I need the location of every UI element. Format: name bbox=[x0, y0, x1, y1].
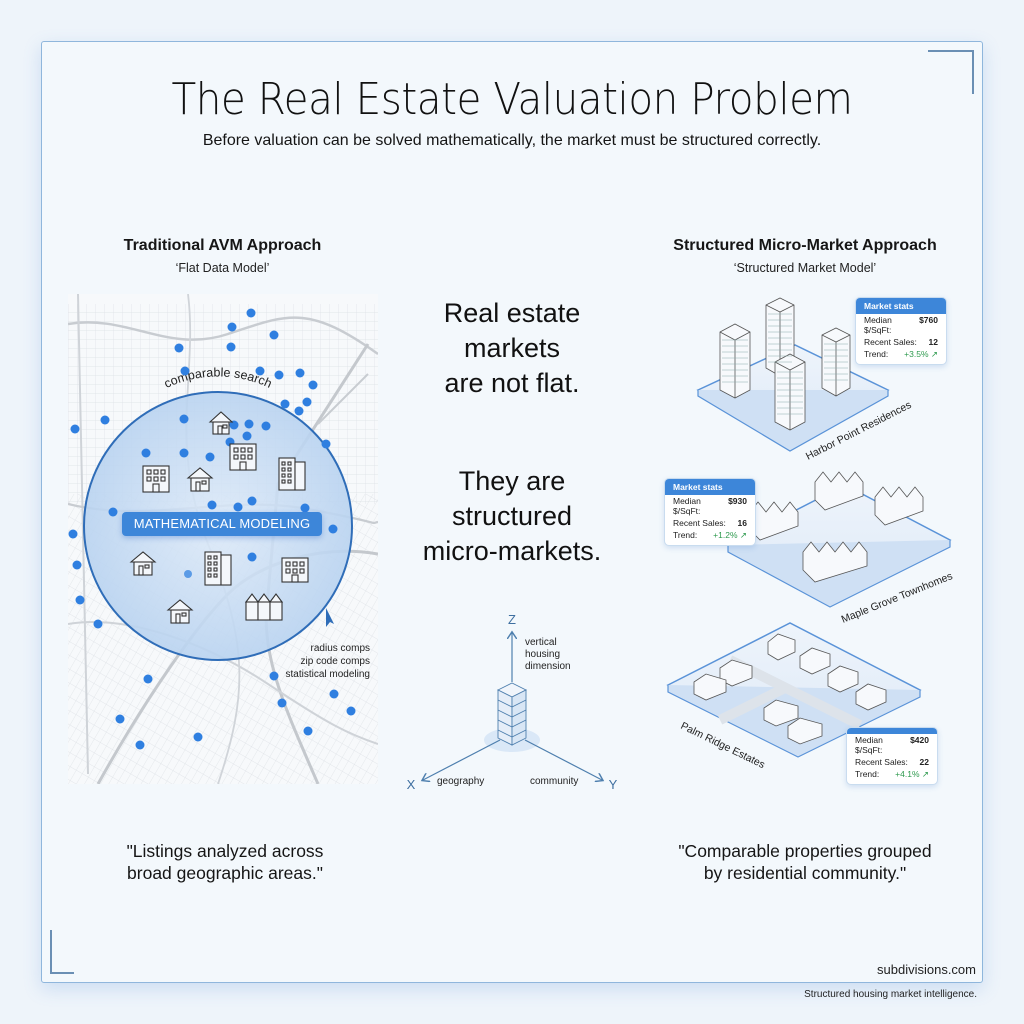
left-heading: Traditional AVM Approach bbox=[123, 237, 322, 254]
street-map: comparable search bbox=[68, 294, 378, 784]
median-label: Median $/SqFt: bbox=[855, 735, 883, 755]
left-column-heading: Traditional AVM Approach ‘Flat Data Mode… bbox=[90, 237, 355, 275]
z-axis-label: dimension bbox=[525, 661, 571, 672]
corner-bracket-bottom-left bbox=[50, 930, 74, 974]
page-title: The Real Estate Valuation Problem bbox=[171, 74, 853, 125]
quote-line: broad geographic areas." bbox=[127, 863, 323, 883]
stats-card-title: Market stats bbox=[856, 298, 946, 314]
y-axis bbox=[524, 739, 602, 780]
x-axis-letter: X bbox=[407, 777, 416, 792]
statement-micro-markets: They are structured micro-markets. bbox=[400, 464, 624, 569]
x-axis bbox=[423, 739, 501, 780]
median-label: Median $/SqFt: bbox=[673, 496, 701, 516]
z-axis-label: housing bbox=[525, 649, 560, 660]
market-stats-card-maple-grove: Market stats Median $/SqFt: $930 Recent S… bbox=[664, 478, 756, 546]
townhouse-icon bbox=[244, 593, 284, 621]
left-subheading: ‘Flat Data Model’ bbox=[175, 261, 270, 275]
quote-line: "Comparable properties grouped bbox=[678, 841, 932, 861]
house-icon bbox=[166, 599, 194, 624]
trend-label: Trend: bbox=[864, 349, 889, 359]
statement-not-flat: Real estate markets are not flat. bbox=[400, 296, 624, 401]
right-quote: "Comparable properties grouped by reside… bbox=[650, 840, 960, 884]
brand-tagline: Structured housing market intelligence. bbox=[804, 989, 977, 1000]
trend-value: +3.5% ↗ bbox=[904, 349, 938, 359]
stacked-housing-icon bbox=[496, 682, 528, 746]
sales-label: Recent Sales: bbox=[855, 757, 908, 767]
right-heading: Structured Micro-Market Approach bbox=[673, 237, 937, 254]
annotation-zip-code-comps: zip code comps bbox=[300, 656, 370, 667]
quote-line: "Listings analyzed across bbox=[126, 841, 324, 861]
trend-label: Trend: bbox=[855, 769, 880, 779]
annotation-statistical-modeling: statistical modeling bbox=[285, 669, 370, 680]
sales-value: 12 bbox=[928, 337, 938, 347]
three-axis-diagram: Z vertical housing dimension X geography… bbox=[395, 605, 630, 800]
tower-icon bbox=[278, 457, 306, 491]
y-axis-letter: Y bbox=[609, 777, 618, 792]
statement-line: micro-markets. bbox=[422, 536, 602, 566]
sales-value: 22 bbox=[919, 757, 929, 767]
brand-link[interactable]: subdivisions.com bbox=[877, 962, 976, 977]
office-building-icon bbox=[229, 443, 257, 471]
sales-label: Recent Sales: bbox=[673, 518, 726, 528]
stats-card-header-bar bbox=[847, 728, 937, 734]
tower-icon bbox=[204, 551, 232, 586]
y-axis-label: community bbox=[530, 776, 578, 787]
house-icon bbox=[129, 551, 157, 576]
trend-value: +4.1% ↗ bbox=[895, 769, 929, 779]
apartment-building-icon bbox=[281, 557, 309, 583]
quote-line: by residential community." bbox=[703, 863, 907, 883]
listing-dots bbox=[68, 308, 356, 750]
house-icon bbox=[186, 467, 214, 492]
left-quote: "Listings analyzed across broad geograph… bbox=[95, 840, 355, 884]
statement-line: are not flat. bbox=[444, 368, 580, 398]
page-subtitle: Before valuation can be solved mathemati… bbox=[202, 132, 822, 149]
property-icons bbox=[129, 411, 309, 624]
annotation-radius-comps: radius comps bbox=[310, 643, 370, 654]
cursor-icon bbox=[326, 608, 334, 627]
trend-label: Trend: bbox=[673, 530, 698, 540]
trend-value: +1.2% ↗ bbox=[713, 530, 747, 540]
market-stats-card-harbor-point: Market stats Median $/SqFt: $760 Recent S… bbox=[855, 297, 947, 365]
micro-market-illustrations: Harbor Point Residences Maple Grove Town… bbox=[666, 297, 954, 771]
method-annotations: radius comps zip code comps statistical … bbox=[286, 642, 370, 681]
corner-bracket-top-right bbox=[928, 50, 974, 94]
maple-grove-platform: Maple Grove Townhomes bbox=[726, 471, 954, 626]
z-axis-letter: Z bbox=[508, 612, 516, 627]
stats-card-title: Market stats bbox=[665, 479, 755, 495]
median-value: $760 bbox=[919, 315, 938, 325]
flat-data-map: comparable search bbox=[68, 294, 378, 784]
median-value: $420 bbox=[910, 735, 929, 745]
right-column-heading: Structured Micro-Market Approach ‘Struct… bbox=[650, 237, 960, 275]
statement-line: Real estate bbox=[443, 298, 581, 328]
sales-value: 16 bbox=[737, 518, 747, 528]
z-axis-label: vertical bbox=[525, 637, 557, 648]
house-icon bbox=[208, 411, 234, 435]
market-stats-card-palm-ridge: Median $/SqFt: $420 Recent Sales: 22 Trend… bbox=[846, 727, 938, 785]
statement-line: They are bbox=[458, 466, 566, 496]
median-label: Median $/SqFt: bbox=[864, 315, 892, 335]
harbor-point-platform: Harbor Point Residences bbox=[696, 297, 913, 463]
sales-label: Recent Sales: bbox=[864, 337, 917, 347]
x-axis-label: geography bbox=[437, 776, 484, 787]
apartment-building-icon bbox=[142, 465, 170, 493]
mathematical-modeling-badge: MATHEMATICAL MODELING bbox=[122, 512, 322, 536]
statement-line: structured bbox=[451, 501, 573, 531]
median-value: $930 bbox=[728, 496, 747, 506]
statement-line: markets bbox=[463, 333, 561, 363]
right-subheading: ‘Structured Market Model’ bbox=[733, 261, 877, 275]
